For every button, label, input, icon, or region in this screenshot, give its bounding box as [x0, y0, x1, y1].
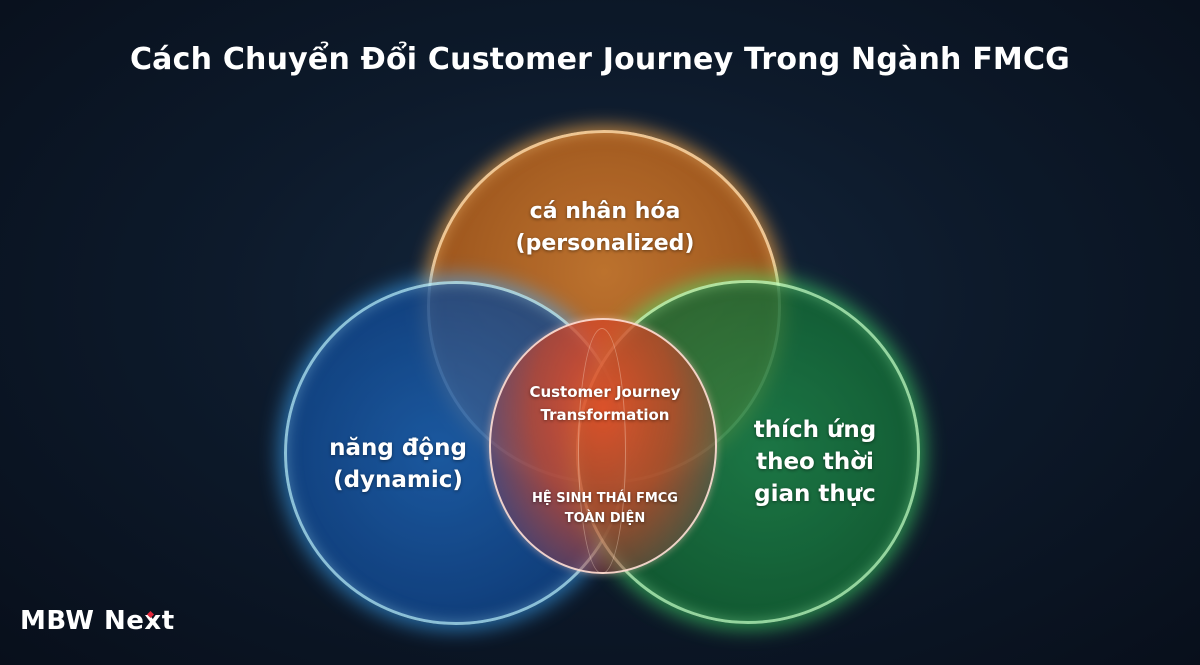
ecosystem-line1: HỆ SINH THÁI FMCG [532, 491, 678, 506]
center-title-line2: Transformation [540, 406, 670, 424]
logo-next: Next [104, 606, 175, 636]
label-ecosystem: HỆ SINH THÁI FMCG TOÀN DIỆN [495, 489, 715, 529]
label-dynamic-en: (dynamic) [333, 467, 463, 493]
ecosystem-line2: TOÀN DIỆN [564, 511, 646, 526]
label-dynamic: năng động (dynamic) [298, 432, 498, 496]
brand-logo: MBW Next [20, 606, 175, 636]
page-title: Cách Chuyển Đổi Customer Journey Trong N… [129, 42, 1071, 77]
label-real-time: thích ứng theo thời gian thực [715, 414, 915, 510]
logo-x-accent-icon: x [144, 606, 162, 636]
logo-mbw: MBW [20, 606, 95, 636]
label-real-time-line3: gian thực [754, 481, 876, 507]
label-personalized: cá nhân hóa (personalized) [460, 196, 750, 260]
label-center-title: Customer Journey Transformation [495, 381, 715, 427]
center-lens-outline [578, 328, 626, 574]
label-real-time-line1: thích ứng [753, 417, 877, 443]
label-real-time-line2: theo thời [756, 449, 874, 475]
label-personalized-en: (personalized) [515, 231, 695, 256]
label-dynamic-vi: năng động [329, 435, 467, 461]
label-personalized-vi: cá nhân hóa [529, 199, 681, 224]
center-title-line1: Customer Journey [529, 383, 681, 401]
